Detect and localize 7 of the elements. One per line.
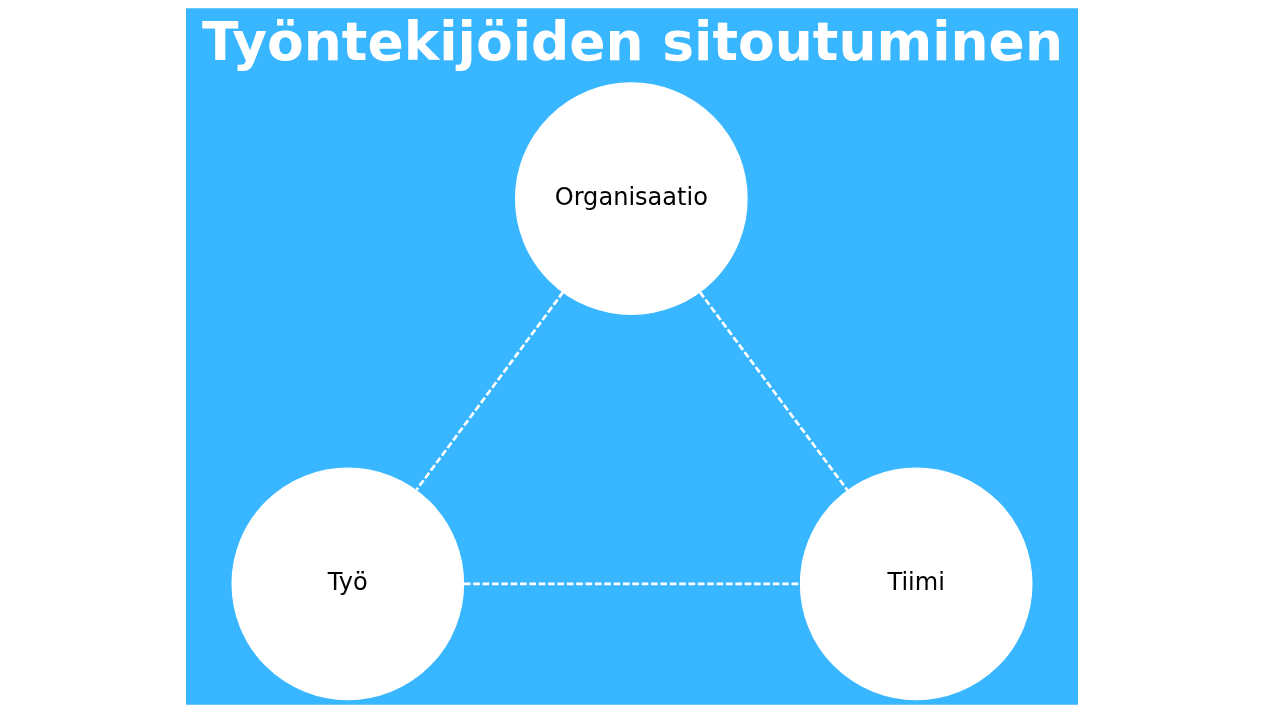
node-circle: Tiimi bbox=[799, 467, 1033, 701]
diagram-title: Työntekijöiden sitoutuminen bbox=[201, 10, 1063, 74]
connector bbox=[463, 582, 800, 586]
connector bbox=[414, 291, 564, 491]
connector bbox=[698, 291, 849, 492]
node-circle: Työ bbox=[230, 467, 464, 701]
node-circle: Organisaatio bbox=[514, 82, 748, 316]
